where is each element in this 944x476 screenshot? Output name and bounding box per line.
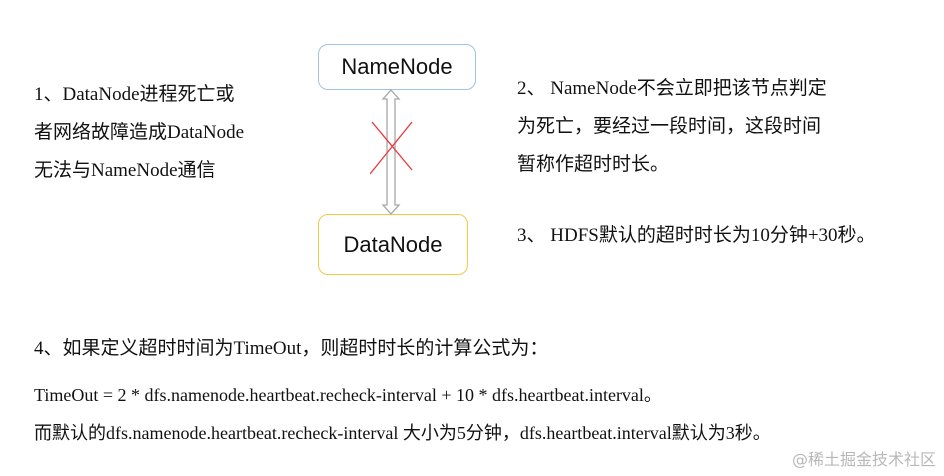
note2-line-1: 2、 NameNode不会立即把该节点判定	[517, 78, 827, 99]
note4-line-1: 4、如果定义超时时间为TimeOut，则超时时长的计算公式为：	[34, 338, 549, 359]
default-values: 而默认的dfs.namenode.heartbeat.recheck-inter…	[34, 423, 771, 443]
namenode-label: NameNode	[341, 54, 453, 79]
note-default-timeout: 3、 HDFS默认的超时时长为10分钟+30秒。	[517, 217, 876, 255]
datanode-label: DataNode	[343, 231, 443, 257]
note-formula-intro: 4、如果定义超时时间为TimeOut，则超时时长的计算公式为：	[34, 330, 548, 368]
datanode-box: DataNode	[318, 214, 468, 275]
timeout-formula: TimeOut = 2 * dfs.namenode.heartbeat.rec…	[34, 385, 662, 405]
note-timeout-definition: 2、 NameNode不会立即把该节点判定 为死亡，要经过一段时间，这段时间 暂…	[517, 70, 827, 184]
note1-line-1: 1、DataNode进程死亡或	[34, 84, 235, 105]
broken-connection-arrow-icon	[370, 89, 413, 215]
namenode-box: NameNode	[318, 44, 476, 90]
note3-line-1: 3、 HDFS默认的超时时长为10分钟+30秒。	[517, 225, 876, 246]
note1-line-2: 者网络故障造成DataNode	[34, 122, 245, 143]
watermark: @稀土掘金技术社区	[791, 450, 936, 469]
note-datanode-failure: 1、DataNode进程死亡或 者网络故障造成DataNode 无法与NameN…	[34, 76, 244, 190]
note1-line-3: 无法与NameNode通信	[34, 160, 216, 181]
note2-line-3: 暂称作超时时长。	[517, 154, 670, 175]
note2-line-2: 为死亡，要经过一段时间，这段时间	[517, 116, 822, 137]
